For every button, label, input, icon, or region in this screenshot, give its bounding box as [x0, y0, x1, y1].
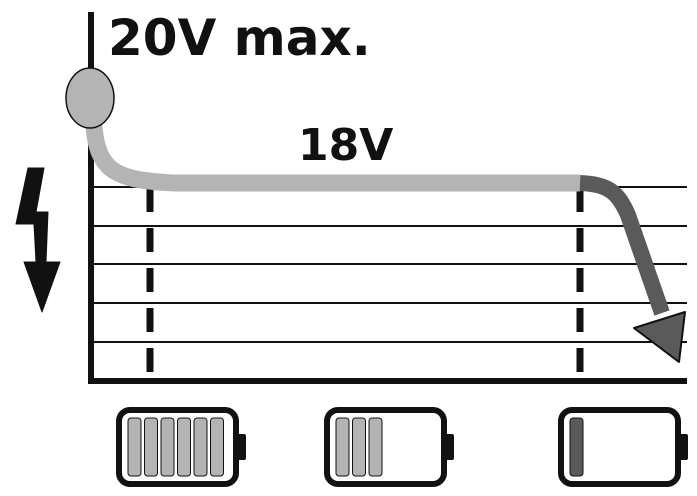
- nominal-voltage-label: 18V: [298, 120, 393, 171]
- lightning-bolt-down-icon: [16, 168, 60, 312]
- battery-low-icon: [561, 410, 688, 484]
- drop-arrow-head-icon: [634, 312, 685, 362]
- battery-low-bars: [570, 418, 583, 476]
- battery-charge-bar: [211, 418, 224, 476]
- battery-charge-bar: [128, 418, 141, 476]
- battery-charge-bar: [570, 418, 583, 476]
- voltage-curve-drop: [580, 183, 662, 313]
- battery-half-bars: [336, 418, 382, 476]
- battery-full-icon: [119, 410, 246, 484]
- battery-charge-bar: [369, 418, 382, 476]
- battery-charge-bar: [336, 418, 349, 476]
- battery-charge-bar: [353, 418, 366, 476]
- max-voltage-label: 20V max.: [108, 9, 371, 67]
- battery-charge-bar: [194, 418, 207, 476]
- battery-half-icon: [327, 410, 454, 484]
- peak-voltage-marker: [66, 68, 114, 128]
- grid-lines: [91, 187, 687, 342]
- battery-charge-bar: [145, 418, 158, 476]
- battery-charge-bar: [178, 418, 191, 476]
- battery-charge-bar: [161, 418, 174, 476]
- voltage-curve: [66, 68, 685, 362]
